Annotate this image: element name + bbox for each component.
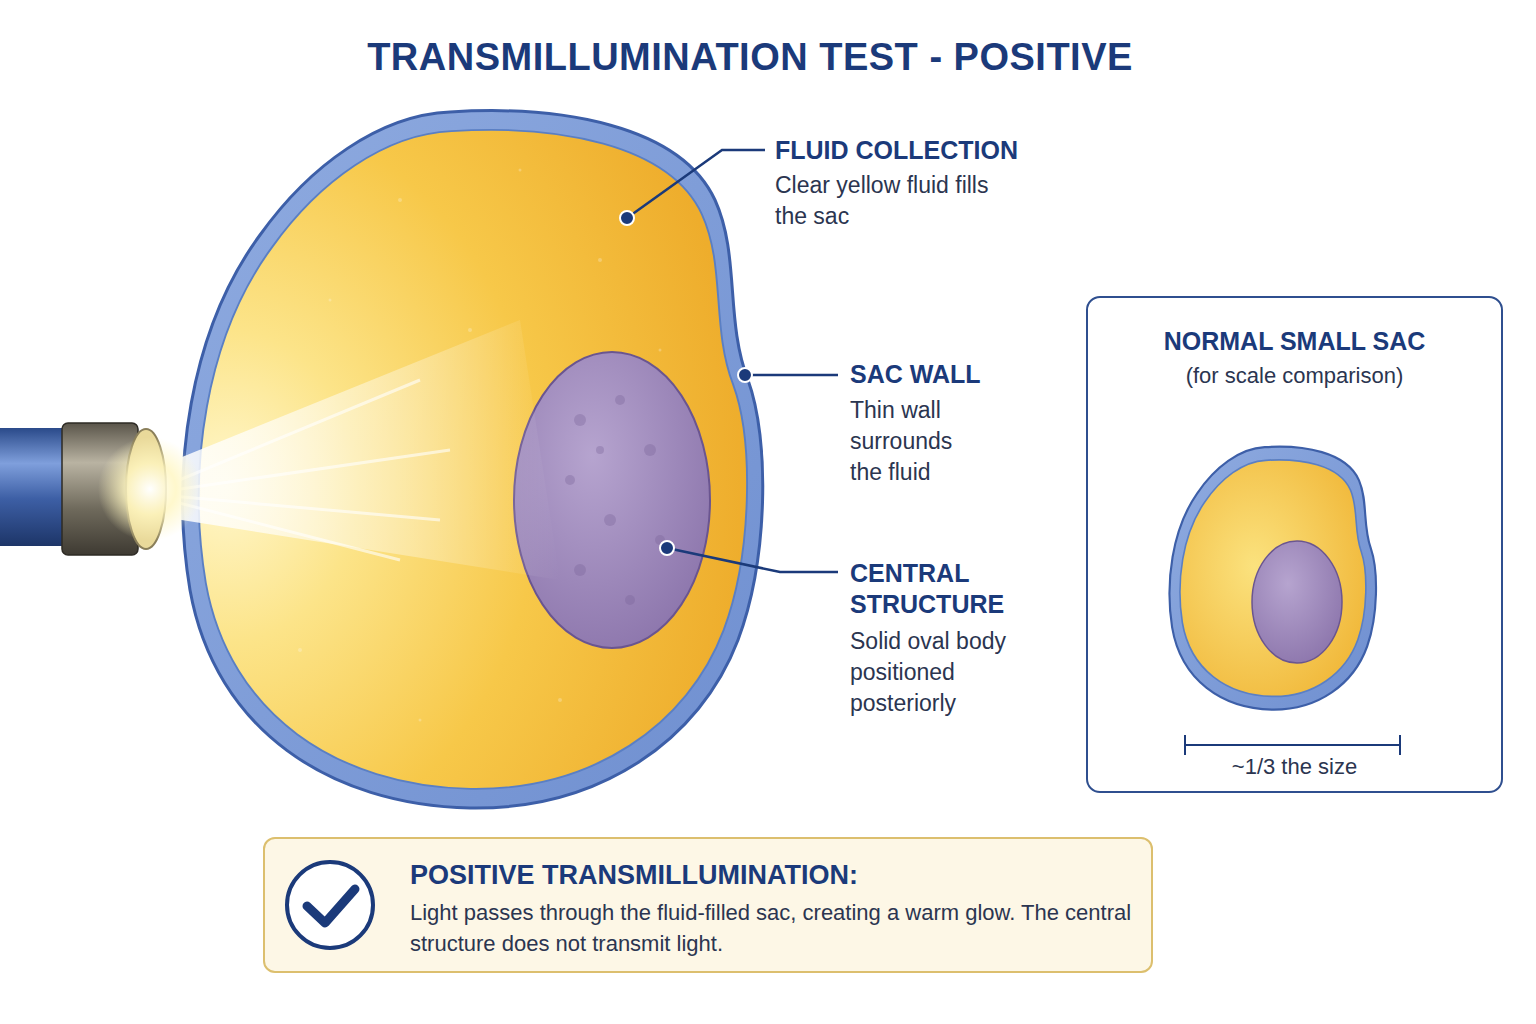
leader-line [745,374,838,377]
leader-dot [620,211,634,225]
leader-line [667,548,838,572]
leader-dots [620,211,752,555]
flashlight [0,320,560,580]
leader-line [627,150,765,218]
leader-dot [660,541,674,555]
panel-heading: NORMAL SMALL SAC [1164,326,1426,356]
small-sac-wall [1169,447,1376,710]
label-wrap: Solid oval body positioned posteriorly [850,626,1050,719]
title: TRANSMILLUMINATION TEST - POSITIVE [0,32,1500,82]
callout-text: Thin wall surrounds the fluid [850,395,985,488]
panel-subtitle: (for scale comparison) [1186,362,1404,390]
callout-text: Clear yellow fluid fills the sac [775,170,990,232]
label-wrap: SAC WALL [850,359,981,390]
comparison-panel: NORMAL SMALL SAC (for scale comparison) ~1… [1086,296,1503,793]
light-beam [150,320,560,580]
structure-texture [565,395,665,605]
result-text: Light passes through the fluid-filled sa… [410,897,1143,959]
small-sac [1169,447,1376,710]
light-glow [98,437,202,541]
callout-heading: CENTRAL STRUCTURE [850,558,1035,620]
callout-text: Solid oval body positioned posteriorly [850,626,1050,719]
small-central-structure [1252,541,1342,663]
callout-heading: SAC WALL [850,359,981,390]
leader-dot [738,368,752,382]
small-fluid [1180,460,1366,697]
label-wrap: Clear yellow fluid fills the sac [775,170,990,232]
light-rays [160,380,450,560]
callout-heading: FLUID COLLECTION [775,135,1018,166]
scale-bar [1185,735,1400,755]
title-wrap: TRANSMILLUMINATION TEST - POSITIVE [0,32,1500,82]
result-heading: POSITIVE TRANSMILLUMINATION: [410,859,1143,891]
label-wrap: FLUID COLLECTION [775,135,1018,166]
note-ground [263,837,1153,973]
check-icon [287,862,373,948]
panel-ground [1086,296,1503,793]
label-wrap: Thin wall surrounds the fluid [850,395,985,488]
label-wrap: CENTRAL STRUCTURE [850,558,1035,620]
scale-label: ~1/3 the size [1232,753,1357,781]
result-box: POSITIVE TRANSMILLUMINATION: Light passes… [263,837,1153,973]
